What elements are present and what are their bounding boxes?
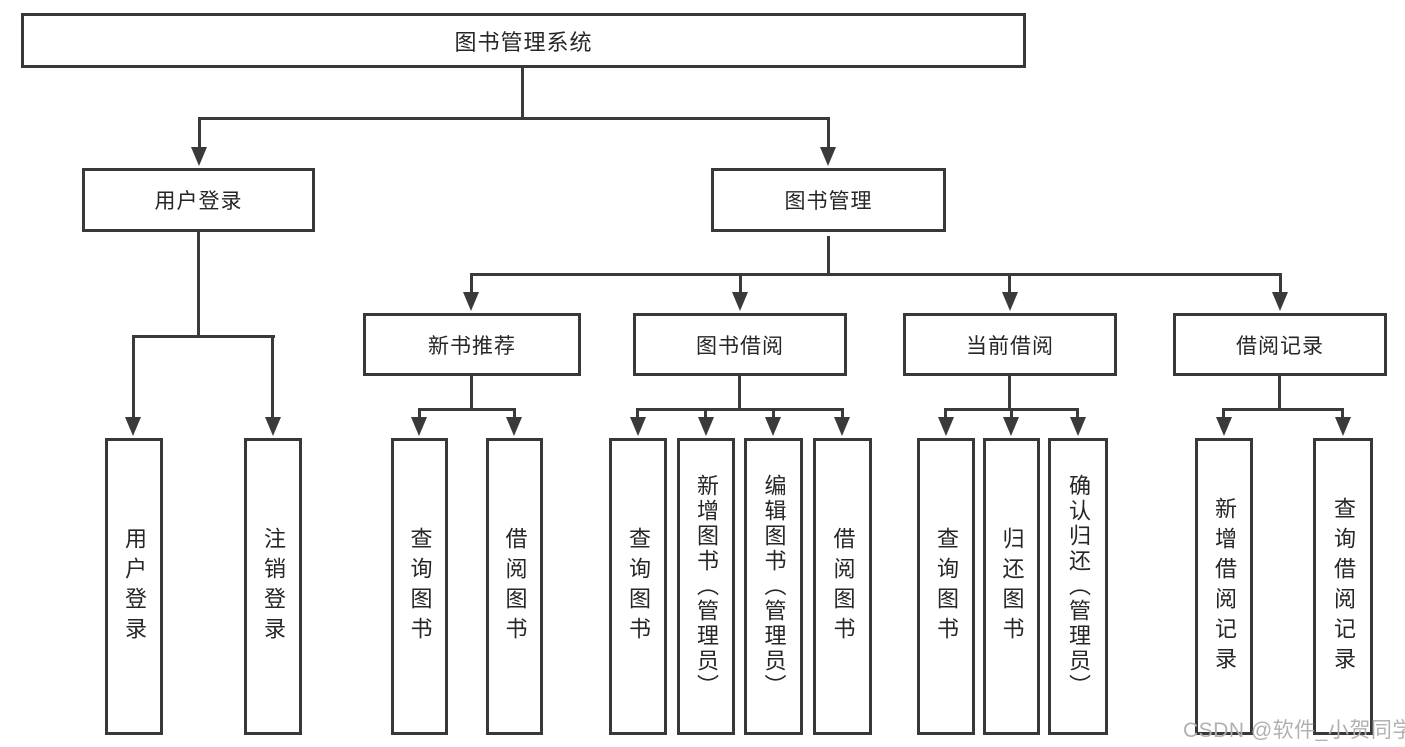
- leaf-borrowing-query-books: 查询图书: [609, 438, 667, 735]
- connector-line: [944, 408, 947, 420]
- connector-line: [1008, 273, 1011, 294]
- node-borrowing-records: 借阅记录: [1173, 313, 1387, 376]
- arrow-down-icon: [1216, 417, 1232, 436]
- arrow-down-icon: [820, 147, 836, 166]
- node-library-management-system: 图书管理系统: [21, 13, 1026, 68]
- node-book-borrowing: 图书借阅: [633, 313, 847, 376]
- connector-line: [827, 117, 830, 150]
- arrow-down-icon: [1335, 417, 1351, 436]
- leaf-label: 编辑图书（管理员）: [761, 474, 787, 699]
- connector-line: [1341, 408, 1344, 420]
- leaf-label: 查询图书: [626, 526, 651, 647]
- node-book-management: 图书管理: [711, 168, 946, 232]
- arrow-down-icon: [1272, 292, 1288, 311]
- connector-line: [513, 408, 516, 420]
- connector-line: [772, 408, 775, 420]
- leaf-label: 确认归还（管理员）: [1066, 474, 1091, 699]
- connector-line: [470, 273, 1281, 276]
- arrow-down-icon: [765, 417, 781, 436]
- node-user-login: 用户登录: [82, 168, 315, 232]
- connector-line: [470, 273, 473, 294]
- leaf-current-return-books: 归还图书: [983, 438, 1040, 735]
- connector-line: [739, 273, 742, 294]
- arrow-down-icon: [834, 417, 850, 436]
- leaf-label: 借阅图书: [502, 526, 528, 647]
- arrow-down-icon: [411, 417, 427, 436]
- connector-line: [636, 408, 639, 420]
- leaf-label: 借阅图书: [830, 526, 856, 647]
- connector-line: [704, 408, 707, 420]
- connector-line: [470, 376, 473, 408]
- leaf-label: 查询图书: [934, 526, 959, 647]
- leaf-records-query-record: 查询借阅记录: [1313, 438, 1373, 735]
- connector-line: [521, 68, 524, 117]
- arrow-down-icon: [506, 417, 522, 436]
- arrow-down-icon: [1070, 417, 1086, 436]
- connector-line: [197, 232, 200, 335]
- arrow-down-icon: [463, 292, 479, 311]
- arrow-down-icon: [698, 417, 714, 436]
- connector-line: [636, 408, 843, 411]
- arrow-down-icon: [1002, 292, 1018, 311]
- arrow-down-icon: [732, 292, 748, 311]
- leaf-user-login: 用户登录: [105, 438, 163, 735]
- connector-line: [198, 117, 201, 150]
- connector-line: [827, 236, 830, 273]
- connector-line: [1279, 273, 1282, 294]
- leaf-label: 新增借阅记录: [1212, 496, 1237, 677]
- connector-line: [1010, 408, 1013, 420]
- arrow-down-icon: [191, 147, 207, 166]
- leaf-label: 查询图书: [407, 526, 433, 647]
- arrow-down-icon: [1003, 417, 1019, 436]
- leaf-logout: 注销登录: [244, 438, 302, 735]
- leaf-label: 归还图书: [999, 526, 1025, 647]
- arrow-down-icon: [265, 417, 281, 436]
- leaf-current-confirm-return-admin: 确认归还（管理员）: [1048, 438, 1108, 735]
- arrow-down-icon: [938, 417, 954, 436]
- leaf-records-add-record: 新增借阅记录: [1195, 438, 1253, 735]
- connector-line: [271, 335, 274, 420]
- node-current-borrowing: 当前借阅: [903, 313, 1117, 376]
- arrow-down-icon: [630, 417, 646, 436]
- leaf-label: 注销登录: [261, 526, 286, 647]
- leaf-recommend-query-books: 查询图书: [391, 438, 448, 735]
- leaf-label: 用户登录: [122, 526, 147, 647]
- connector-line: [418, 408, 516, 411]
- connector-line: [132, 335, 275, 338]
- connector-line: [198, 117, 830, 120]
- connector-line: [738, 376, 741, 408]
- leaf-recommend-borrow-books: 借阅图书: [486, 438, 543, 735]
- connector-line: [418, 408, 421, 420]
- leaf-current-query-books: 查询图书: [917, 438, 975, 735]
- csdn-watermark: CSDN @软件_小贺同学: [1183, 719, 1405, 742]
- node-new-book-recommend: 新书推荐: [363, 313, 581, 376]
- leaf-label: 查询借阅记录: [1331, 496, 1356, 677]
- leaf-borrowing-borrow-books: 借阅图书: [813, 438, 872, 735]
- arrow-down-icon: [125, 417, 141, 436]
- leaf-borrowing-edit-books-admin: 编辑图书（管理员）: [744, 438, 803, 735]
- connector-line: [1076, 408, 1079, 420]
- connector-line: [132, 335, 135, 420]
- leaf-label: 新增图书（管理员）: [694, 474, 719, 699]
- connector-line: [1222, 408, 1225, 420]
- connector-line: [1278, 376, 1281, 408]
- connector-line: [1222, 408, 1344, 411]
- connector-line: [1008, 376, 1011, 408]
- leaf-borrowing-add-books-admin: 新增图书（管理员）: [677, 438, 735, 735]
- connector-line: [841, 408, 844, 420]
